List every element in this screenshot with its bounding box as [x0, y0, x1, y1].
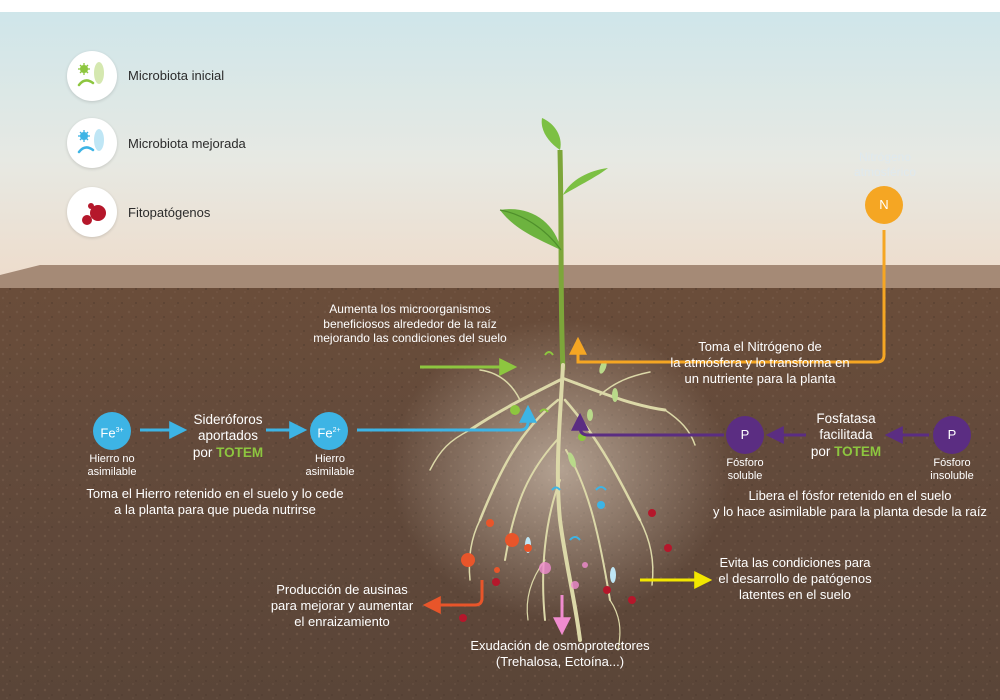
pathogen-line3: latentes en el suelo	[738, 586, 852, 602]
auxin-description: Producción de ausinas para mejorar y aum…	[262, 582, 422, 630]
auxin-line1: Producción de ausinas	[276, 582, 408, 597]
phosphorus-brand: TOTEM	[834, 443, 882, 459]
legend-label-microbiota-inicial: Microbiota inicial	[128, 68, 225, 83]
iron-middle-line1: Sideróforos	[193, 412, 263, 427]
nitrogen-arrow	[569, 230, 886, 364]
pathogen-dots	[459, 509, 672, 622]
plant	[499, 118, 608, 371]
phosphorus-label2-line1: Fósforo	[933, 457, 971, 469]
phosphorus-desc-line2: y lo hace asimilable para la planta desd…	[713, 503, 987, 519]
pathogen-line1: Evita las condiciones para	[719, 555, 871, 570]
phosphorus-node-2: P	[933, 416, 971, 454]
osmo-line1: Exudación de osmoprotectores	[470, 638, 650, 653]
microbiota-inicial-icon	[67, 51, 117, 101]
phosphorus-label2-line2: insoluble	[930, 470, 974, 483]
osmo-description: Exudación de osmoprotectores (Trehalosa,…	[460, 638, 660, 670]
phosphorus-label-1: Fósforo soluble	[705, 457, 785, 484]
iron-desc-line1: Toma el Hierro retenido en el suelo y lo…	[86, 486, 344, 501]
osmo-line2: (Trehalosa, Ectoína...)	[495, 653, 625, 669]
phosphorus-desc-line1: Libera el fósfor retenido en el suelo	[748, 488, 952, 503]
nitrogen-node: N	[865, 186, 903, 224]
microbiota-mejorada-icon	[67, 118, 117, 168]
iron-label-1: Hierro no asimilable	[72, 453, 152, 480]
iron-middle-por: por	[192, 444, 213, 460]
nitrogen-desc-line2: la atmósfera y lo transforma en	[670, 354, 850, 370]
auxin-line2: para mejorar y aumentar	[270, 597, 414, 613]
auxin-arrow	[422, 580, 484, 614]
iron-label-2: Hierro asimilable	[290, 453, 370, 480]
phosphorus-middle: Fosfatasa facilitada por TOTEM	[796, 411, 896, 460]
nitrogen-desc-line3: un nutriente para la planta	[684, 370, 836, 386]
iron-middle-line2: aportados	[197, 428, 259, 444]
phosphorus-label-2: Fósforo insoluble	[912, 457, 992, 484]
legend-label-fitopatogenos: Fitopatógenos	[128, 205, 211, 220]
nitrogen-label-line2: atmosférico	[853, 164, 917, 179]
fitopatogenos-icon	[67, 187, 117, 237]
iron-label2-line1: Hierro	[315, 453, 345, 465]
iron-symbol-1: Fe	[100, 425, 116, 441]
micro-line3: mejorando las condiciones del suelo	[313, 331, 507, 346]
nitrogen-label-line1: Nitrógeno	[858, 150, 912, 164]
auxin-splashes	[461, 519, 532, 573]
legend-label-microbiota-mejorada: Microbiota mejorada	[128, 136, 246, 151]
nitrogen-description: Toma el Nitrógeno de la atmósfera y lo t…	[660, 339, 860, 387]
iron-desc-line2: a la planta para que pueda nutrirse	[114, 501, 316, 517]
phosphorus-arrow-3	[571, 412, 724, 437]
phosphorus-node-1: P	[726, 416, 764, 454]
microorganisms-description: Aumenta los microorganismos beneficiosos…	[290, 302, 530, 346]
phosphorus-middle-line2: facilitada	[819, 427, 873, 443]
micro-line2: beneficiosos alrededor de la raíz	[323, 316, 497, 331]
iron-arrow-3	[357, 404, 537, 432]
iron-description: Toma el Hierro retenido en el suelo y lo…	[70, 486, 360, 518]
iron-middle: Sideróforos aportados por TOTEM	[178, 412, 278, 461]
iron-label1-line2: asimilable	[87, 466, 137, 479]
auxin-line3: el enraizamiento	[294, 613, 390, 629]
phosphorus-middle-line1: Fosfatasa	[816, 411, 876, 426]
iron-node-2: Fe2+	[310, 412, 348, 450]
phosphorus-label1-line2: soluble	[727, 470, 763, 483]
phosphorus-middle-por: por	[810, 443, 831, 459]
phosphorus-description: Libera el fósfor retenido en el suelo y …	[705, 488, 995, 520]
iron-node-1: Fe3+	[93, 412, 131, 450]
iron-symbol-2: Fe	[317, 425, 333, 441]
nitrogen-desc-line1: Toma el Nitrógeno de	[698, 339, 822, 354]
micro-line1: Aumenta los microorganismos	[329, 302, 491, 316]
iron-sup-1: 3+	[115, 427, 124, 434]
iron-sup-2: 2+	[332, 427, 341, 434]
iron-label2-line2: asimilable	[305, 466, 355, 479]
phosphorus-label1-line1: Fósforo	[726, 457, 764, 469]
iron-label1-line1: Hierro no	[89, 453, 135, 465]
pathogen-description: Evita las condiciones para el desarrollo…	[705, 555, 885, 603]
osmo-blobs	[539, 562, 588, 589]
nitrogen-label: Nitrógeno atmosférico	[825, 150, 945, 179]
pathogen-line2: el desarrollo de patógenos	[718, 570, 872, 586]
iron-brand: TOTEM	[216, 444, 264, 460]
